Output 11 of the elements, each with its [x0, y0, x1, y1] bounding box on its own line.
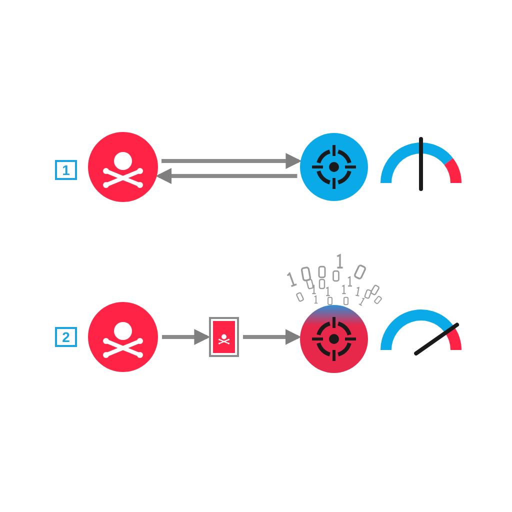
target-icon	[300, 305, 368, 373]
callout-number: 2	[55, 327, 77, 347]
arrow	[161, 153, 302, 169]
arrow	[243, 329, 302, 345]
skull-icon	[88, 132, 158, 202]
arrow	[162, 329, 210, 345]
skull-icon	[88, 302, 158, 372]
arrow	[156, 168, 298, 184]
phone-icon	[209, 317, 239, 357]
callout-number: 1	[55, 160, 77, 180]
target-icon	[300, 133, 368, 201]
